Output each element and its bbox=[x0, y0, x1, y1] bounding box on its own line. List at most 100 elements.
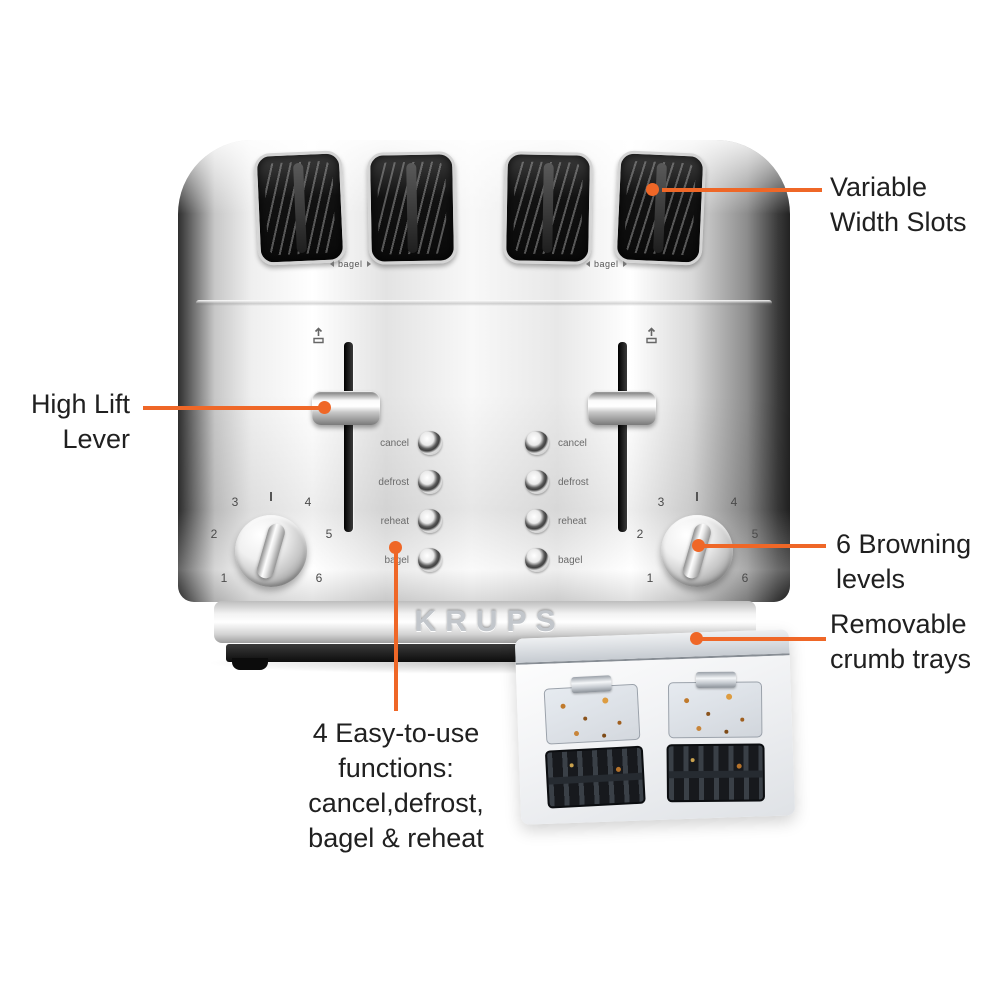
crumb-particle bbox=[690, 758, 695, 763]
function-row-cancel: cancel bbox=[363, 430, 442, 456]
dial-number: 2 bbox=[210, 527, 218, 541]
toaster-top-seam bbox=[196, 300, 772, 306]
function-row-cancel: cancel bbox=[525, 430, 604, 456]
dial-number: 3 bbox=[657, 495, 665, 509]
crumb-particle bbox=[740, 717, 745, 722]
dial-number: 4 bbox=[304, 495, 312, 509]
tray-handle bbox=[667, 681, 763, 739]
bagel-slot-label: bagel bbox=[594, 259, 619, 269]
callout-text-line: bagel & reheat bbox=[308, 823, 484, 853]
callout-dot-variable-width bbox=[646, 183, 659, 196]
dial-number: 1 bbox=[646, 571, 654, 585]
crumb-particle bbox=[696, 725, 702, 732]
high-lift-icon bbox=[311, 327, 326, 349]
callout-variable-width-slots: Variable Width Slots bbox=[830, 170, 1000, 240]
function-row-bagel: bagel bbox=[525, 547, 604, 573]
callout-easy-functions: 4 Easy-to-use functions: cancel,defrost,… bbox=[258, 716, 534, 856]
crumb-particle bbox=[724, 729, 729, 734]
dial-tick bbox=[270, 492, 272, 501]
function-row-defrost: defrost bbox=[363, 469, 442, 495]
callout-dot-high-lift bbox=[318, 401, 331, 414]
dial-grip bbox=[255, 521, 287, 581]
callout-text-line: levels bbox=[836, 564, 906, 594]
callout-line-variable-width bbox=[662, 188, 822, 192]
crumb-particle bbox=[684, 698, 690, 704]
callout-text-line: Width Slots bbox=[830, 207, 967, 237]
callout-high-lift-lever: High Lift Lever bbox=[2, 387, 130, 457]
callout-dot-easy-functions bbox=[389, 541, 402, 554]
crumb-particle bbox=[706, 711, 711, 716]
crumb-tray bbox=[666, 671, 767, 806]
function-button-bagel bbox=[525, 548, 549, 572]
browning-dial-left: 3 4 2 5 1 6 bbox=[206, 489, 336, 604]
tray-clip bbox=[695, 671, 737, 689]
bagel-arrow-right-icon bbox=[366, 261, 371, 267]
crumb-particle bbox=[726, 693, 733, 700]
function-button-reheat bbox=[418, 509, 442, 533]
function-row-defrost: defrost bbox=[525, 469, 604, 495]
function-button-reheat bbox=[525, 509, 549, 533]
dial-number: 5 bbox=[325, 527, 333, 541]
function-label-defrost: defrost bbox=[558, 476, 589, 488]
lever-track-right bbox=[618, 342, 627, 532]
dial-number: 2 bbox=[636, 527, 644, 541]
function-label-reheat: reheat bbox=[558, 515, 587, 527]
dial-number: 3 bbox=[231, 495, 239, 509]
crumb-tray bbox=[541, 674, 648, 813]
callout-line-easy-functions bbox=[394, 553, 398, 711]
function-row-reheat: reheat bbox=[363, 508, 442, 534]
callout-line-crumb-trays bbox=[702, 637, 826, 641]
callout-line-browning bbox=[704, 544, 826, 548]
function-row-bagel: bagel bbox=[363, 547, 442, 573]
bagel-slot-marking: bagel bbox=[586, 259, 627, 269]
dial-tick bbox=[696, 492, 698, 501]
function-label-defrost: defrost bbox=[378, 476, 409, 488]
function-button-defrost bbox=[418, 470, 442, 494]
callout-text-line: 6 Browning bbox=[836, 529, 972, 559]
dial-number: 4 bbox=[730, 495, 738, 509]
function-row-reheat: reheat bbox=[525, 508, 604, 534]
callout-browning-levels: 6 Browning levels bbox=[836, 527, 1000, 597]
crumb-particle bbox=[736, 763, 742, 769]
bagel-slot-label: bagel bbox=[338, 259, 363, 269]
function-label-bagel: bagel bbox=[558, 554, 583, 566]
function-buttons-left: cancel defrost reheat bagel bbox=[363, 430, 442, 586]
function-button-bagel bbox=[418, 548, 442, 572]
function-label-cancel: cancel bbox=[558, 437, 587, 449]
callout-text-line: Lever bbox=[62, 424, 130, 454]
dial-number: 6 bbox=[741, 571, 749, 585]
dial-number: 5 bbox=[751, 527, 759, 541]
callout-text-line: functions: bbox=[338, 753, 454, 783]
lever-track-left bbox=[344, 342, 353, 532]
toaster-foot bbox=[232, 658, 268, 670]
bagel-slot-marking: bagel bbox=[330, 259, 371, 269]
tray-clip bbox=[571, 675, 612, 694]
dial-number: 1 bbox=[220, 571, 228, 585]
bread-slot-3 bbox=[503, 151, 593, 265]
tray-handle bbox=[543, 683, 641, 745]
function-label-cancel: cancel bbox=[380, 437, 409, 449]
dial-knob bbox=[235, 515, 307, 587]
callout-dot-crumb-trays bbox=[690, 632, 703, 645]
high-lift-icon bbox=[644, 327, 659, 349]
crumb-tray-inset bbox=[514, 629, 796, 825]
function-button-cancel bbox=[525, 431, 549, 455]
brand-logo: KRUPS bbox=[414, 605, 565, 638]
bagel-arrow-left-icon bbox=[586, 261, 590, 267]
callout-text-line: cancel,defrost, bbox=[308, 788, 484, 818]
callout-text-line: High Lift bbox=[30, 389, 130, 419]
bagel-arrow-right-icon bbox=[622, 261, 627, 267]
dial-number: 6 bbox=[315, 571, 323, 585]
function-buttons-right: cancel defrost reheat bagel bbox=[525, 430, 604, 586]
bagel-arrow-left-icon bbox=[330, 261, 334, 267]
callout-text-line: 4 Easy-to-use bbox=[312, 718, 480, 748]
callout-dot-browning bbox=[692, 539, 705, 552]
callout-crumb-trays: Removable crumb trays bbox=[830, 607, 1000, 677]
bread-slot-1 bbox=[253, 150, 347, 266]
bread-slot-2 bbox=[367, 151, 457, 265]
high-lift-lever-right bbox=[588, 391, 656, 425]
tray-grill bbox=[544, 745, 646, 809]
callout-text-line: crumb trays bbox=[830, 644, 972, 674]
function-label-bagel: bagel bbox=[363, 555, 409, 566]
